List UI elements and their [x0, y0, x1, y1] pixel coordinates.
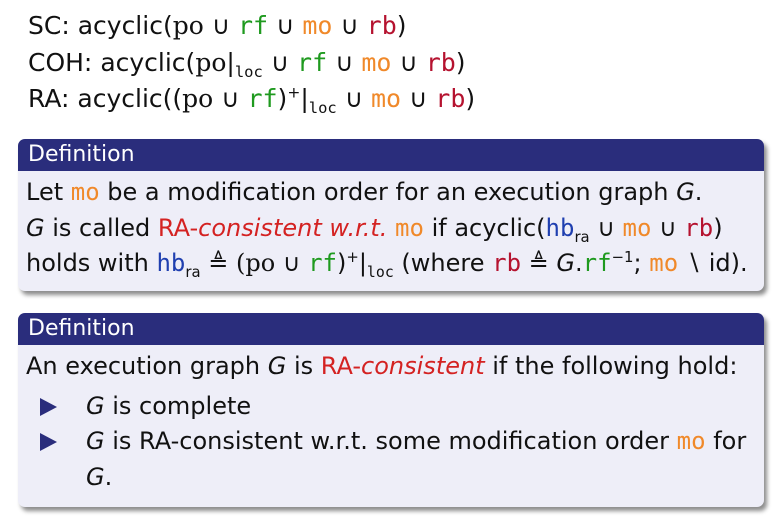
definition-line: An execution graph G is RA-consistent if…: [26, 352, 738, 380]
triangle-bullet-icon: [40, 433, 57, 451]
definition-box-ra-consistent-wrt-mo: Definition Let mo be a modification orde…: [18, 139, 764, 291]
condition-list: G is complete G is RA-consistent w.r.t. …: [26, 389, 764, 496]
definition-title: Definition: [18, 313, 764, 345]
definition-body: Let mo be a modification order for an ex…: [18, 171, 764, 282]
list-item: G is complete: [26, 389, 764, 425]
axiom-sc: SC: acyclic(po ∪ rf ∪ mo ∪ rb): [28, 11, 407, 40]
axiom-coh-label: COH:: [28, 47, 93, 77]
list-item: G is RA-consistent w.r.t. some modificat…: [26, 424, 764, 495]
triangle-bullet-icon: [40, 397, 57, 416]
axiom-ra-label: RA:: [28, 84, 70, 113]
axiom-coh: COH: acyclic(po|loc ∪ rf ∪ mo ∪ rb): [28, 47, 466, 81]
definition-line: Let mo be a modification order for an ex…: [26, 178, 703, 206]
axiom-sc-label: SC:: [28, 11, 70, 40]
consistency-axioms: SC: acyclic(po ∪ rf ∪ mo ∪ rb) COH: acyc…: [28, 8, 475, 118]
definition-line: G is called RA-consistent w.r.t. mo if a…: [26, 213, 723, 246]
definition-body: An execution graph G is RA-consistent if…: [18, 345, 764, 495]
definition-box-ra-consistent: Definition An execution graph G is RA-co…: [18, 313, 764, 507]
axiom-ra: RA: acyclic((po ∪ rf)+|loc ∪ mo ∪ rb): [28, 83, 476, 117]
definition-line: holds with hbra ≜ (po ∪ rf)+|loc (where …: [26, 248, 748, 281]
definition-title: Definition: [18, 139, 764, 171]
